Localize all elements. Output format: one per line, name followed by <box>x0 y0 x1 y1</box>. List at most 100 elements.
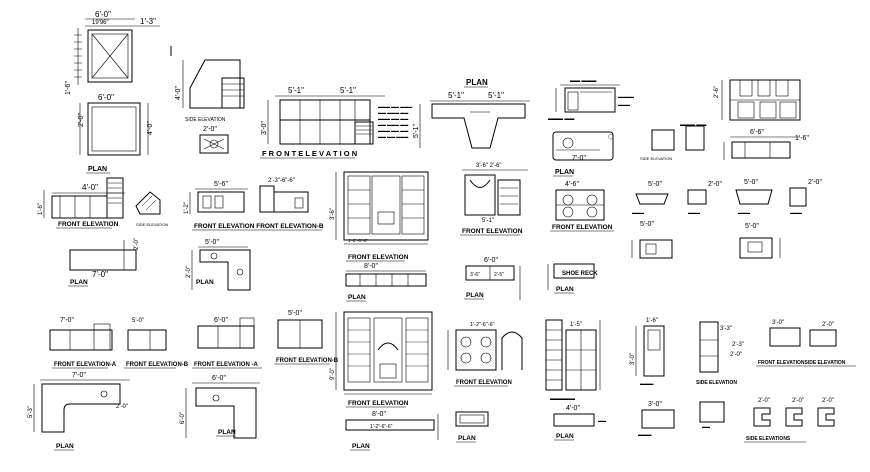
dim-label: 1'-2"-6"-6" <box>370 424 393 430</box>
plan-top-left: 6'-0" 19'96" 1'-3" 1'-6" 6'-0" 2'-0" 4'-… <box>65 10 160 174</box>
sink-elevation-top-right: ▬▬ ▬▬▬ ▬▬▬▬ ▬▬▬ ▬▬▬ ▬▬ ◯ 7'-0" PLAN <box>548 78 634 177</box>
svg-text:▬▬▬: ▬▬▬ <box>632 210 644 215</box>
side-elevations-lower-right: 1'-6" 3'-0" ▬▬▬ 3'-3" 2'-3" 2'-0" SIDE E… <box>630 318 856 386</box>
svg-text:▬▬▬: ▬▬▬ <box>738 210 750 215</box>
dim-label: 2'-0" <box>808 179 822 186</box>
svg-text:▬▬▬: ▬▬▬ <box>790 210 802 215</box>
vertical-dim-stack <box>74 34 82 78</box>
plan-top-center: PLAN 5'-1" 5'-1" 5'-1" <box>413 78 530 149</box>
view-title: F R O N T E L E V A T I O N <box>262 149 357 158</box>
svg-text:▬▬▬ ▬▬ ▬▬: ▬▬▬ ▬▬ ▬▬ <box>378 128 408 133</box>
dim-label: 1'-3" <box>140 17 156 26</box>
svg-text:▬▬▬ ▬▬: ▬▬▬ ▬▬ <box>680 122 706 128</box>
front-elevation-a-b-mid: 5'-6" 2'-3"-6"-6" 1'-2" FRONT ELEVATION … <box>184 178 324 231</box>
dim-label: 3'-0" <box>772 320 784 326</box>
bathtub-elevations-right: 5'-0" ▬▬▬ 2'-0" ▬▬▬ 5'-0" ▬▬▬ 2'-0" ▬▬▬ … <box>631 179 822 259</box>
dim-label: 6'-0" <box>214 317 228 324</box>
view-title: FRONT ELEVATION <box>348 254 409 261</box>
svg-text:▬▬▬ ▬▬ ▬▬: ▬▬▬ ▬▬ ▬▬ <box>378 116 408 121</box>
dim-label: 2'-0" <box>758 398 770 404</box>
view-title: FRONT ELEVATION <box>456 380 512 386</box>
svg-text:▬▬▬ ▬▬: ▬▬▬ ▬▬ <box>548 116 574 122</box>
view-title: FRONT ELEVATION <box>462 228 523 235</box>
svg-text:▬▬▬▬: ▬▬▬▬ <box>618 94 634 99</box>
view-title: SIDE ELEVATION <box>136 222 168 227</box>
svg-text:▬▬: ▬▬ <box>702 424 710 429</box>
dim-label: 5'-1" <box>488 91 504 100</box>
tall-cabinet-front-elevation-center: 3'-6" 1'-2"-6"-6" FRONT ELEVATION <box>330 171 429 262</box>
dim-label: 4'-6" <box>565 181 579 188</box>
dim-label: 5'-0" <box>745 223 759 230</box>
dim-label: 5'-0" <box>744 179 758 186</box>
svg-text:▬▬ ▬▬▬: ▬▬ ▬▬▬ <box>570 78 596 84</box>
view-title: FRONT ELEVATION FRONT ELEVATION-B <box>194 223 324 230</box>
dim-label: 5'-6" <box>214 181 228 188</box>
svg-text:▬▬ ▬▬▬ ▬▬: ▬▬ ▬▬▬ ▬▬ <box>378 122 408 127</box>
plans-bottom-center: 8'-0" 1'-2"-6"-6" PLAN PLAN 4'-0" ▬▬ PLA… <box>345 405 606 451</box>
dim-label: 7'-0" <box>72 372 86 379</box>
side-elevation-plans-right: ▬▬▬ ▬▬ SIDE ELEVATION 6'-6" 1'-6" <box>640 122 809 161</box>
view-title: SIDE ELEVATIONS <box>746 436 791 442</box>
view-title: SIDE ELEVATION <box>640 156 672 161</box>
range-hood-side-elevation: 4'-0" SIDE ELEVATION 2'-0" <box>175 59 245 154</box>
svg-text:◯: ◯ <box>608 134 614 140</box>
sink-front-elevation: 3'-6" 2'-6" 5'-1" FRONT ELEVATION <box>460 163 528 236</box>
ornate-cabinet-elevation-center: 9'-0" FRONT ELEVATION <box>330 311 433 408</box>
front-elevation-a-b-lower-mid: 6'-0" FRONT ELEVATION -A 5'-0" FRONT ELE… <box>192 310 339 369</box>
dim-label: 5'-1" <box>482 218 494 224</box>
dim-label: 2'-5" <box>494 272 504 278</box>
dim-label: 2'-6" <box>714 86 720 98</box>
svg-text:▬▬ ▬▬ ▬▬▬: ▬▬ ▬▬ ▬▬▬ <box>378 134 408 139</box>
dim-label: 2'-3"-6"-6" <box>268 178 295 184</box>
l-plan-mid-left: 5'-0" 2'-0" PLAN <box>186 239 251 291</box>
kitchen-front-elevation-top: 5'-1" 5'-1" 3'-0" ▬▬▬ ▬▬ ▬▬▬ ▬▬ ▬▬▬ ▬▬ ▬… <box>260 86 412 159</box>
view-title: FRONT ELEVATION-B <box>276 358 339 364</box>
view-title: FRONT ELEVATION <box>552 224 613 231</box>
dim-label: 5'-1" <box>288 86 304 95</box>
dim-label: 5'-0" <box>288 310 302 317</box>
view-title: PLAN <box>466 292 484 299</box>
svg-text:▬▬▬: ▬▬▬ <box>638 432 652 437</box>
view-title: FRONT ELEVATION-A <box>54 362 117 368</box>
annotation-notes: ▬▬▬ ▬▬ ▬▬▬ ▬▬ ▬▬▬ ▬▬ ▬▬▬ ▬▬ ▬▬ ▬▬ ▬▬▬ ▬▬… <box>378 104 412 139</box>
view-title: FRONT ELEVATION-B <box>126 362 189 368</box>
dim-label: 1'-2"-6"-6" <box>470 322 495 328</box>
dim-label: 6'-0" <box>95 10 111 19</box>
view-title: SHOE RECK <box>562 271 598 277</box>
view-title: FRONT ELEVATION <box>348 400 409 407</box>
dim-label: 6'-0" <box>98 93 114 102</box>
dim-label: 2'-0" <box>78 113 85 127</box>
dim-label: 5'-1" <box>413 124 420 138</box>
svg-text:▬▬▬: ▬▬▬ <box>640 381 654 386</box>
dim-label: 4'-0" <box>566 405 580 412</box>
dim-label: 3'-3" <box>720 326 732 332</box>
dim-label: 3'-6" 2'-6" <box>476 163 502 169</box>
dim-label: 8'-0" <box>364 263 378 270</box>
dim-label: 6'-0" <box>180 412 186 424</box>
dim-label: 7'-0" <box>92 270 108 279</box>
view-title: FRONT ELEVATION <box>58 221 119 228</box>
view-title: PLAN <box>218 429 236 436</box>
svg-text:▬▬▬: ▬▬▬ <box>688 210 700 215</box>
dim-label: 3'-0" <box>648 401 662 408</box>
view-title: FRONT ELEVATIONSIDE ELEVATION <box>758 360 846 366</box>
dim-label: 5'-0" <box>640 221 654 228</box>
dim-label: 4'-0" <box>175 86 182 100</box>
dim-label: 4'-0" <box>147 121 154 135</box>
dim-label: 1'-2" <box>184 202 190 214</box>
dim-label: 19'96" <box>92 20 109 26</box>
dim-label: 8'-0" <box>372 411 386 418</box>
plan-7ft-left: 7'-0" 2'-0" PLAN <box>68 238 140 287</box>
dim-label: 2'-0" <box>116 404 128 410</box>
front-elevation-left-mid: 4'-0" 1'-6" FRONT ELEVATION SIDE ELEVATI… <box>38 177 168 229</box>
dim-label: 2'-3" <box>732 342 744 348</box>
dim-label: 7'-0" <box>60 317 74 324</box>
view-title: PLAN <box>348 294 366 301</box>
cooktop-front-elevation: 4'-6" FRONT ELEVATION <box>550 181 614 232</box>
view-title: PLAN <box>458 435 476 442</box>
dim-label: 6'-0" <box>484 257 498 264</box>
view-title: PLAN <box>88 166 107 173</box>
svg-text:▬▬▬ ▬▬ ▬▬▬: ▬▬▬ ▬▬ ▬▬▬ <box>378 104 412 109</box>
dim-label: 2'-0" <box>792 398 804 404</box>
